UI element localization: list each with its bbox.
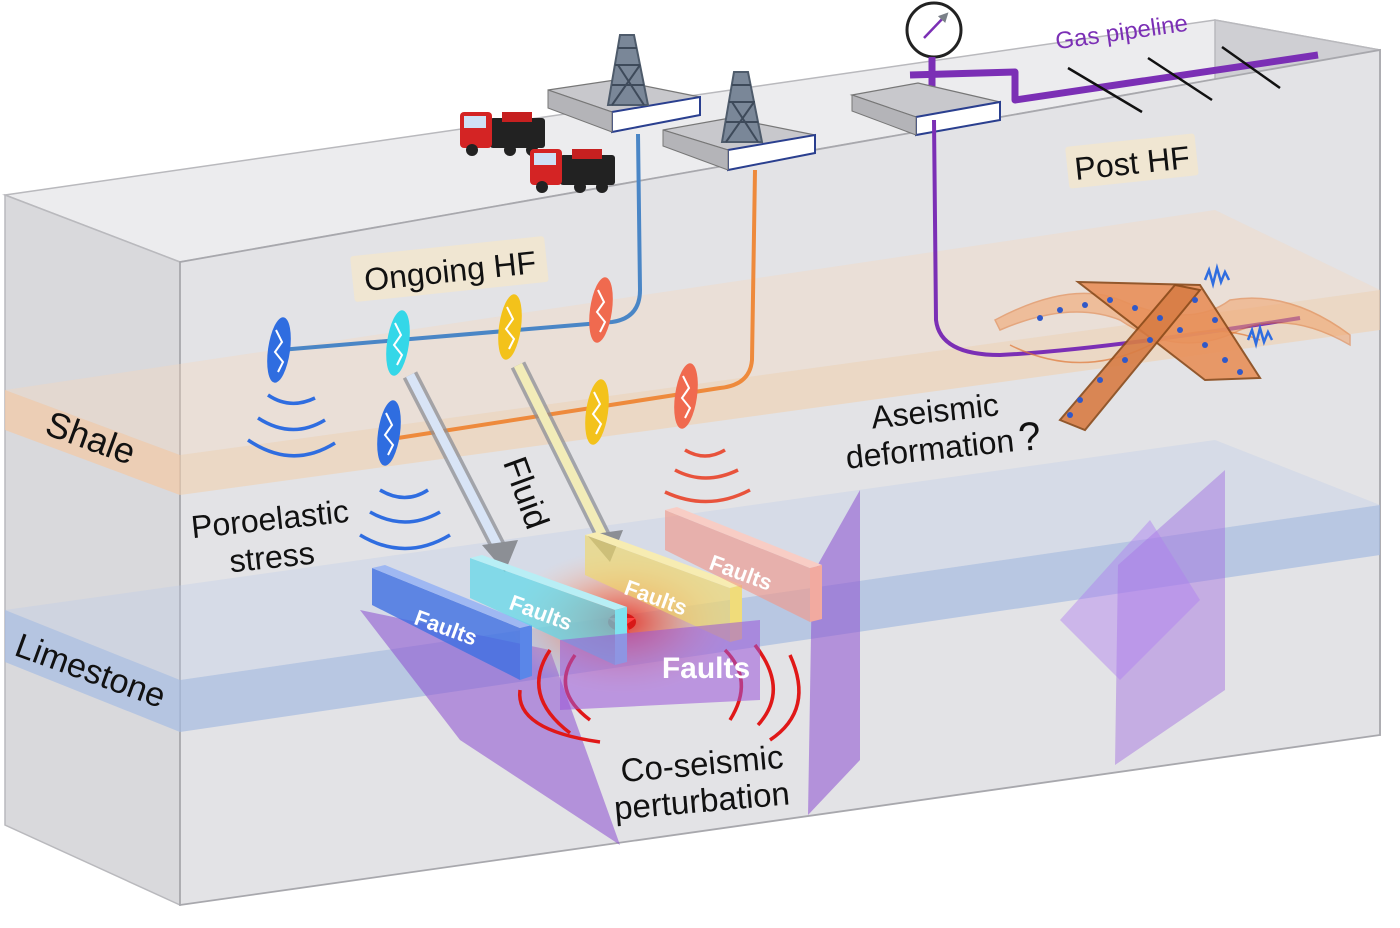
drilling-rig-icon <box>720 71 764 143</box>
aseismic-deformation-zone <box>994 263 1351 432</box>
fault-slab-orange <box>1074 280 1262 382</box>
wellbore-orange <box>384 169 757 442</box>
block-left-face <box>4 193 181 907</box>
frac-stage-icon <box>498 294 522 360</box>
fault-slab-purple <box>560 620 760 710</box>
poroelastic-label-line2: stress <box>228 535 317 580</box>
frac-stage-icon <box>267 317 291 383</box>
frac-truck-icon <box>460 112 545 156</box>
fault-plane <box>1115 470 1225 765</box>
pressure-gauge-icon <box>905 1 963 59</box>
well-pad-3 <box>849 82 1001 137</box>
frac-stage-icon <box>377 400 401 466</box>
fluid-arrows <box>402 361 623 572</box>
fault-slabs <box>372 507 822 710</box>
frac-stages <box>267 277 698 466</box>
wellbore-blue <box>279 133 643 352</box>
well-pads <box>547 34 1001 172</box>
fault-slab-red <box>665 507 822 622</box>
drilling-rig-icon <box>606 34 650 106</box>
frac-truck-icon <box>530 149 615 193</box>
frac-stage-icon <box>585 379 609 445</box>
fault-slab-orange <box>1058 283 1202 432</box>
frac-stage-icon <box>674 363 698 429</box>
fault-plane <box>1060 520 1200 680</box>
frac-stage-icon <box>589 277 613 343</box>
fault-slab-blue <box>372 565 532 680</box>
microseismic-events <box>1037 297 1243 418</box>
seismic-wiggle-icon <box>1203 263 1274 349</box>
stress-wavefronts <box>247 393 751 551</box>
shale-layer <box>5 210 1380 495</box>
label-ongoing-hf: Ongoing HF <box>350 236 549 302</box>
frac-stage-icon <box>386 310 410 376</box>
fault-label-bold: Faults <box>662 652 750 685</box>
pipeline-segment-marks <box>1067 45 1281 114</box>
aseismic-question-mark: ? <box>1016 414 1043 460</box>
